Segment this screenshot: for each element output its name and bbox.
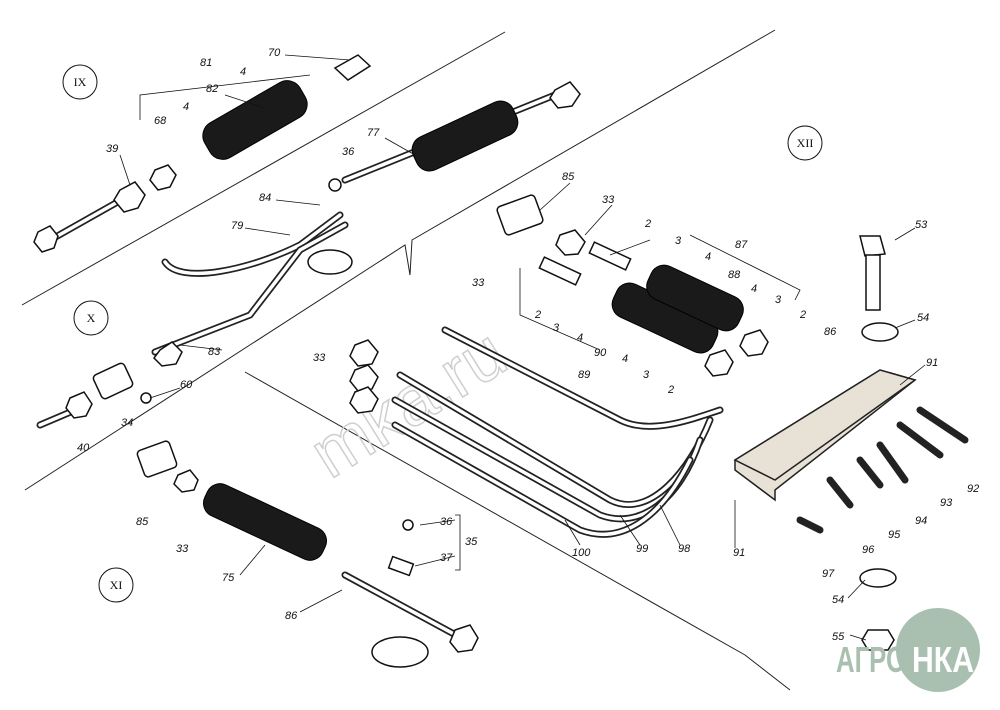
callout: 85 [136,516,149,528]
block-fittings [796,406,969,534]
callout: 39 [106,143,118,155]
callout: 35 [465,536,478,548]
callout: 90 [594,347,607,359]
callout: 95 [888,529,901,541]
section-x-parts [36,362,152,429]
callout: 98 [678,543,691,555]
callout: 91 [926,357,938,369]
callout: 4 [751,283,757,295]
callout: 33 [176,543,189,555]
callout: 2 [667,384,674,396]
callout: 3 [553,322,560,334]
logo-text-left: АГРО [836,639,906,680]
callout: 4 [622,353,628,365]
callout: 89 [578,369,590,381]
callout: 54 [832,594,844,606]
callout: 96 [862,544,875,556]
callout: 2 [644,218,651,230]
watermark: mka.ru [297,313,520,493]
callout: 54 [917,312,929,324]
callout: 83 [208,346,221,358]
callout: 93 [940,497,953,509]
callout: 3 [643,369,650,381]
callouts: 81 70 4 82 4 68 39 77 36 84 79 83 60 34 … [77,47,979,643]
callout: 40 [77,442,90,454]
callout: 70 [268,47,281,59]
callout: 33 [313,352,326,364]
callout: 55 [832,631,845,643]
callout: 4 [705,251,711,263]
callout: 75 [222,572,235,584]
callout: 100 [572,547,591,559]
callout: 92 [967,483,979,495]
section-label-xii: XII [797,136,814,150]
section-ix-parts [33,54,581,367]
callout: 33 [472,277,485,289]
callout: 99 [636,543,648,555]
callout: 84 [259,192,271,204]
callout: 4 [577,332,583,344]
leader-lines [119,54,926,641]
callout: 82 [206,83,218,95]
callout: 88 [728,269,741,281]
callout: 3 [675,235,682,247]
callout: 86 [824,326,837,338]
callout: 87 [735,239,748,251]
callout: 86 [285,610,298,622]
section-markers: IX X XI XII [62,64,823,603]
callout: 2 [799,309,806,321]
section-dividers [21,29,791,691]
logo-text-right: НКА [912,639,974,680]
section-xi-parts [136,440,479,668]
callout: 94 [915,515,927,527]
callout: 4 [240,66,246,78]
agronka-logo: АГРО НКА [836,608,980,692]
callout: 79 [231,220,243,232]
callout: 4 [183,101,189,113]
callout: 97 [822,568,835,580]
section-label-x: X [87,311,96,325]
section-label-ix: IX [74,75,87,89]
callout: 85 [562,171,575,183]
section-xii-parts [349,194,969,651]
callout: 36 [440,516,453,528]
callout: 36 [342,146,355,158]
callout: 60 [180,379,193,391]
callout: 34 [121,417,133,429]
callout: 81 [200,57,212,69]
callout: 91 [733,547,745,559]
callout: 77 [367,127,380,139]
callout: 2 [534,309,541,321]
callout: 53 [915,219,928,231]
callout: 33 [602,194,615,206]
callout: 37 [440,552,453,564]
section-label-xi: XI [110,578,123,592]
callout: 68 [154,115,167,127]
callout: 3 [775,294,782,306]
